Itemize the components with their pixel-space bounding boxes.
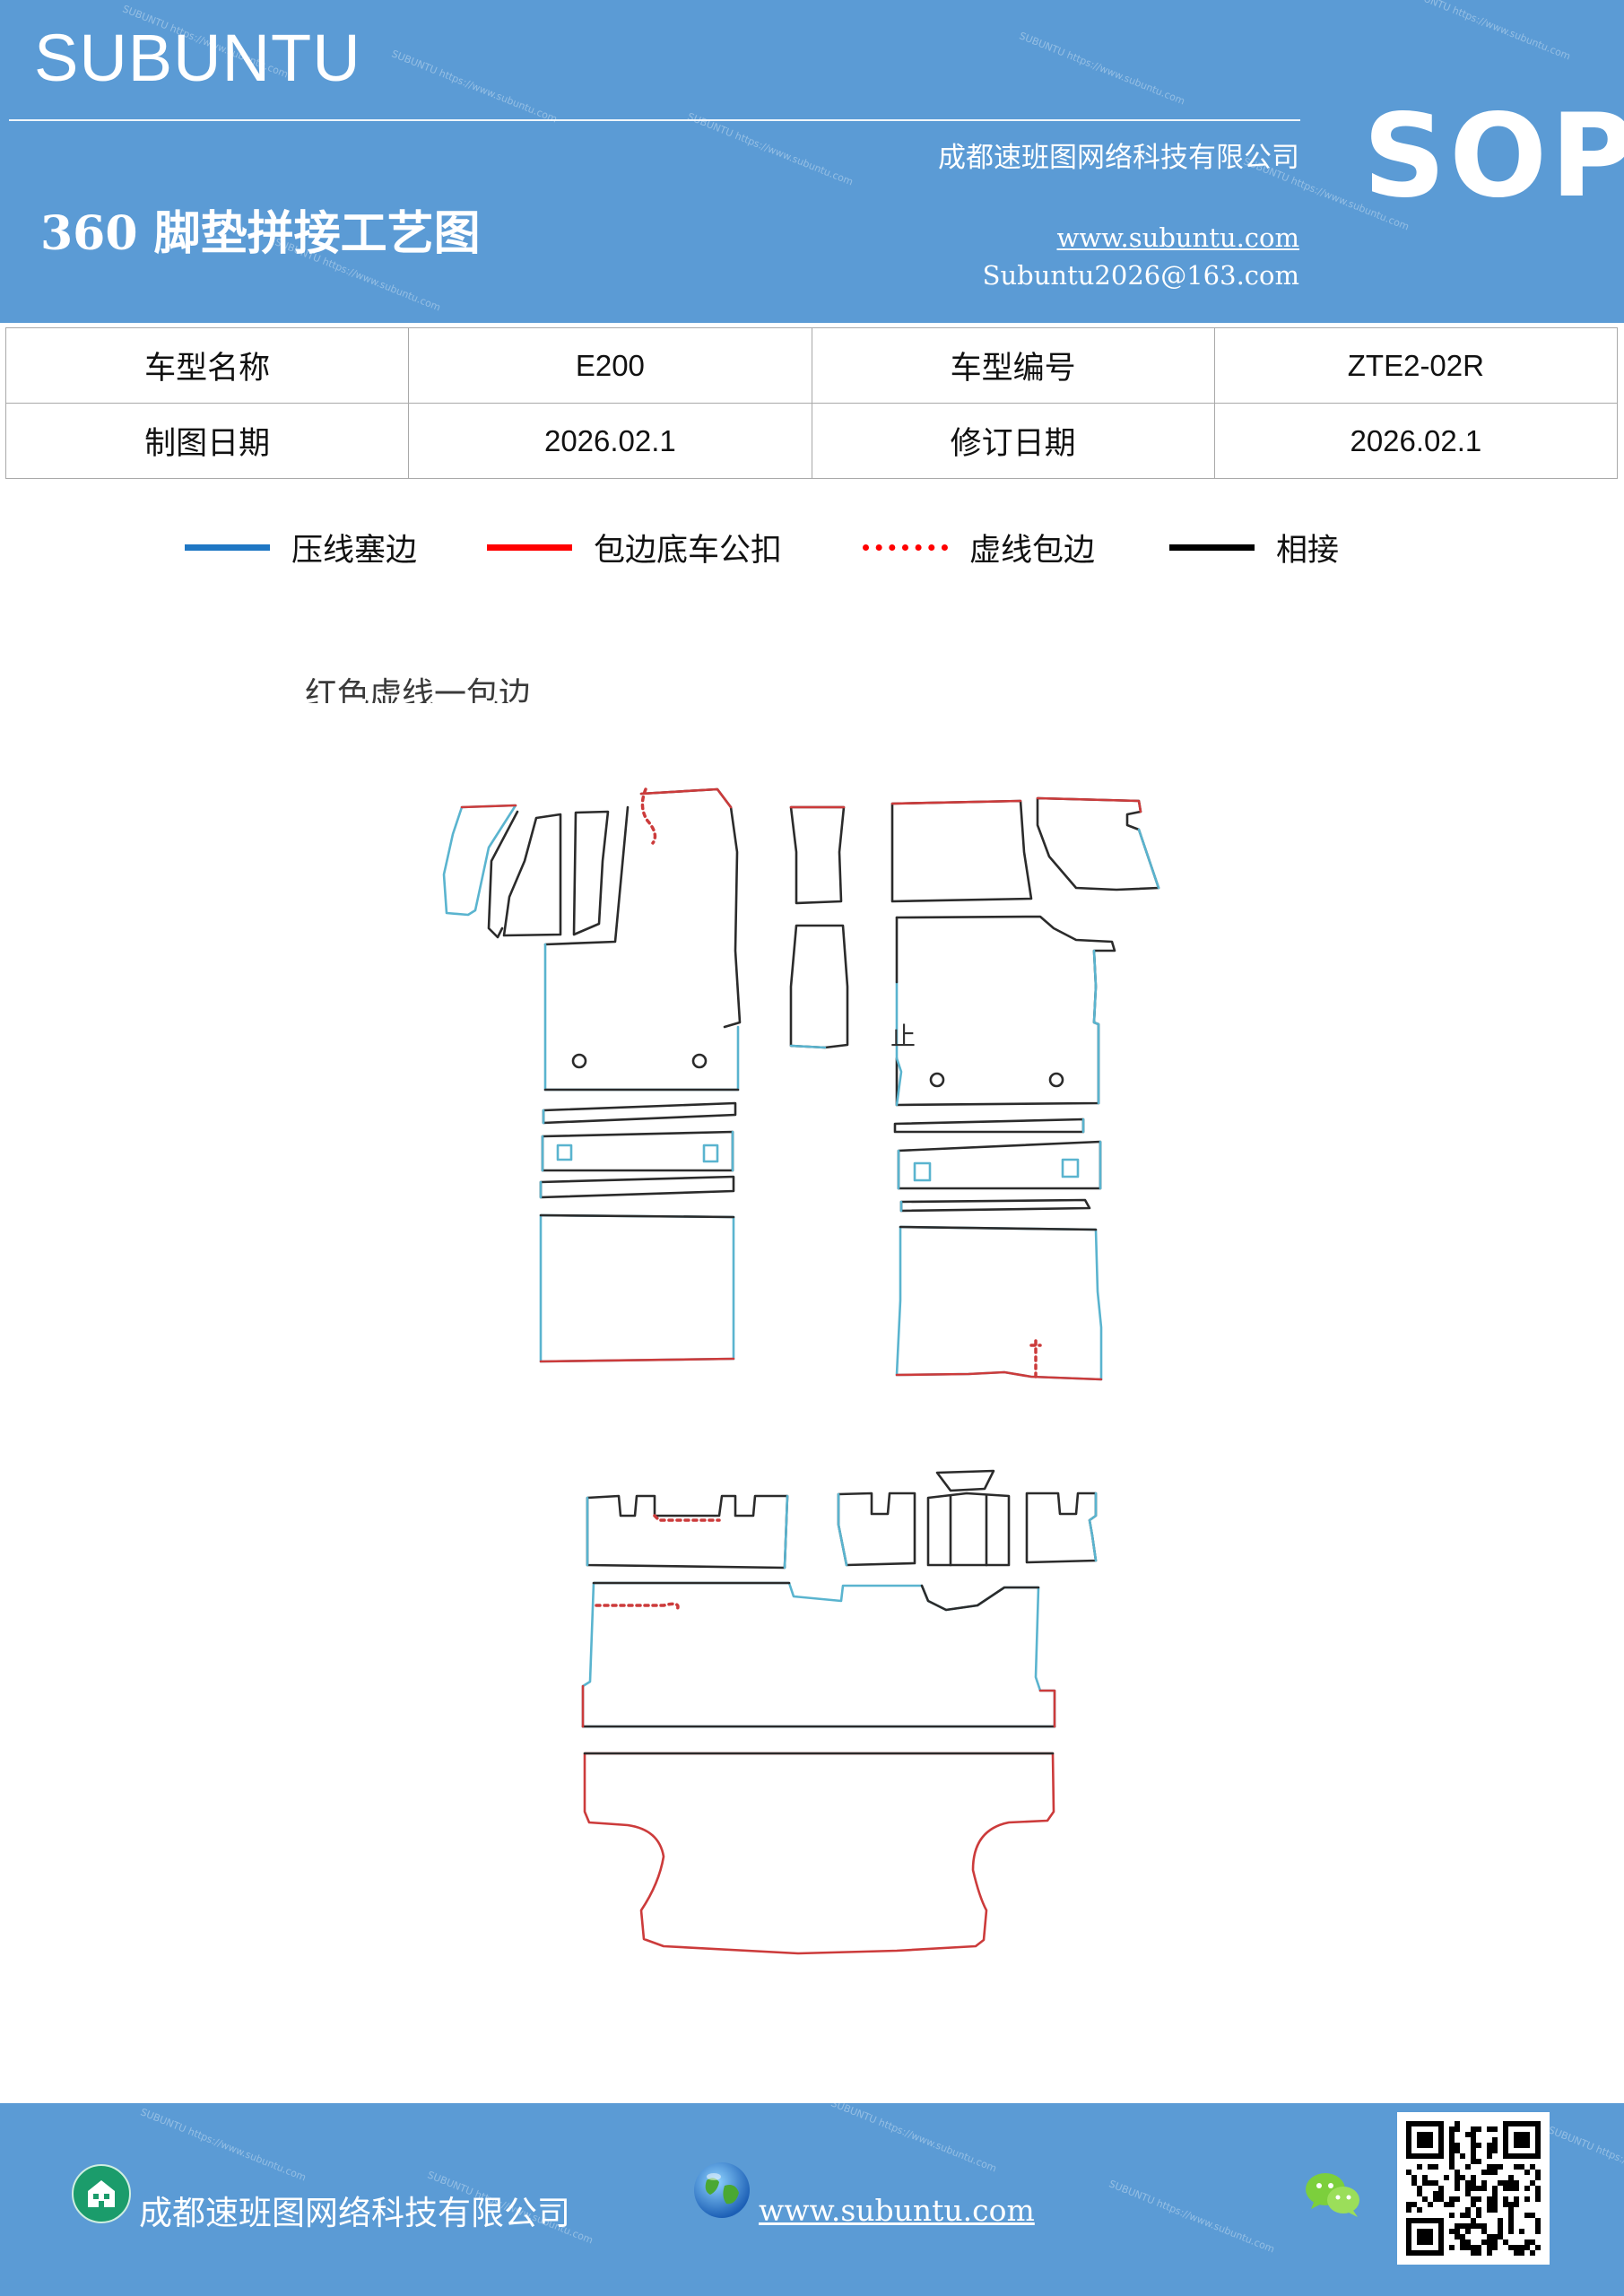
legend-label: 压线塞边	[291, 532, 418, 569]
watermark: SUBUNTU https://www.subuntu.com	[1107, 2178, 1277, 2256]
qr-code-icon	[1397, 2112, 1550, 2265]
legend-item-black: 相接	[1169, 520, 1339, 574]
footer-website-link[interactable]: www.subuntu.com	[759, 2193, 1035, 2228]
diagram-caption-cropped: 红色虚线一包边	[305, 676, 532, 703]
footer-company-name: 成都速班图网络科技有限公司	[139, 2194, 570, 2232]
watermark: SUBUNTU https://www.subuntu.com	[1546, 2124, 1624, 2202]
brand-logo-text: SUBUNTU	[34, 21, 361, 95]
legend-label: 包边底车公扣	[594, 532, 783, 569]
value-draw-date: 2026.02.1	[408, 403, 812, 479]
globe-icon	[694, 2162, 750, 2218]
left-front-mat	[442, 787, 742, 1091]
table-row: 车型名称 E200 车型编号 ZTE2-02R	[4, 327, 1619, 404]
watermark: SUBUNTU https://www.subuntu.com	[685, 110, 855, 188]
legend-swatch	[863, 544, 948, 551]
footer-banner: 成都速班图网络科技有限公司 www.subuntu.com SUBUNTU ht…	[0, 2103, 1624, 2296]
value-revision-date: 2026.02.1	[1213, 403, 1619, 479]
watermark: SUBUNTU https://www.subuntu.com	[1403, 0, 1573, 63]
header-company-name: 成都速班图网络科技有限公司	[938, 142, 1299, 174]
legend-label: 相接	[1276, 532, 1340, 569]
document-title: 360 脚垫拼接工艺图	[40, 206, 481, 261]
label-draw-date: 制图日期	[4, 403, 410, 479]
watermark: SUBUNTU https://www.subuntu.com	[138, 2106, 308, 2184]
table-row: 制图日期 2026.02.1 修订日期 2026.02.1	[4, 403, 1619, 479]
label-model-code: 车型编号	[811, 327, 1215, 404]
vehicle-info-table: 车型名称 E200 车型编号 ZTE2-02R 制图日期 2026.02.1 修…	[4, 327, 1619, 479]
watermark: SUBUNTU https://www.subuntu.com	[1017, 30, 1187, 108]
floor-mat-diagram: 止	[442, 787, 1160, 1955]
header-banner: SUBUNTU 成都速班图网络科技有限公司 360 脚垫拼接工艺图 www.su…	[0, 0, 1624, 323]
wechat-icon	[1306, 2173, 1359, 2217]
header-divider	[9, 119, 1300, 121]
legend-item-blue: 压线塞边	[185, 520, 417, 574]
building-icon	[72, 2164, 131, 2223]
legend-swatch	[185, 544, 270, 551]
value-model-code: ZTE2-02R	[1213, 327, 1619, 404]
legend-label: 虚线包边	[969, 532, 1096, 569]
label-model-name: 车型名称	[4, 327, 410, 404]
stop-mark: 止	[890, 1022, 916, 1051]
line-legend: 压线塞边 包边底车公扣 虚线包边 相接	[0, 520, 1624, 574]
watermark: SUBUNTU https://www.subuntu.com	[829, 2103, 999, 2175]
header-website-link[interactable]: www.subuntu.com	[1056, 222, 1299, 253]
legend-swatch	[1169, 544, 1255, 551]
legend-item-red-dotted: 虚线包边	[863, 520, 1095, 574]
legend-item-red: 包边底车公扣	[487, 520, 782, 574]
watermark: SUBUNTU https://www.subuntu.com	[389, 48, 560, 126]
legend-swatch	[487, 544, 572, 551]
sop-badge: SOP	[1363, 90, 1624, 223]
header-email: Subuntu2026@163.com	[982, 260, 1299, 291]
value-model-name: E200	[408, 327, 812, 404]
label-revision-date: 修订日期	[811, 403, 1215, 479]
